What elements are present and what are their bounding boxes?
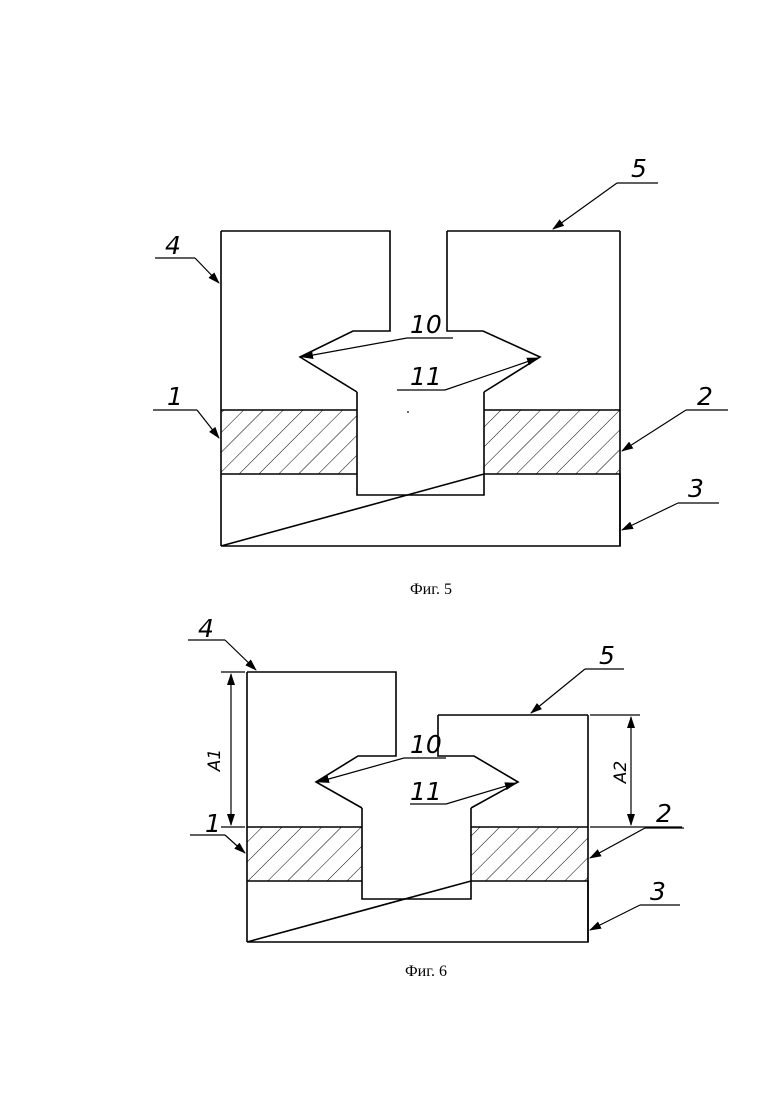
base-body-3 [221, 474, 620, 546]
ref-label-4: 4 [165, 231, 181, 260]
ref-label-5: 5 [631, 154, 647, 183]
left-part-4 [221, 231, 390, 392]
base-body-3 [247, 881, 588, 942]
ref-label-11: 11 [410, 777, 442, 806]
right-part-5 [447, 231, 620, 392]
layer-1-hatched [247, 827, 588, 881]
ref-label-11: 11 [410, 362, 442, 391]
ref-label-3: 3 [688, 474, 704, 503]
ref-label-4: 4 [198, 614, 214, 643]
left-part-4 [247, 672, 396, 808]
ref-label-1: 1 [205, 809, 221, 838]
ref-label-2: 2 [697, 382, 713, 411]
figure-6: A1 A2 4 5 1 2 3 10 11 Фиг. 6 [188, 614, 684, 980]
ref-label-1: 1 [167, 382, 183, 411]
ref-label-3: 3 [650, 877, 666, 906]
layer-1-outline [247, 672, 588, 942]
dimension-label-a1: A1 [205, 749, 225, 772]
figure-5-caption: Фиг. 5 [410, 581, 452, 598]
ref-label-2: 2 [656, 799, 672, 828]
right-part-5 [438, 715, 588, 808]
ref-label-10: 10 [410, 730, 442, 759]
center-dot [407, 411, 409, 413]
dimension-lines [221, 672, 682, 827]
ref-label-10: 10 [410, 310, 442, 339]
leader-lines [153, 183, 728, 530]
ref-label-5: 5 [599, 641, 615, 670]
figure-6-caption: Фиг. 6 [405, 963, 447, 980]
layer-1-hatched [221, 410, 620, 474]
figure-5: 4 5 1 2 3 10 11 Фиг. 5 [153, 154, 728, 598]
dimension-label-a2: A2 [611, 761, 631, 784]
